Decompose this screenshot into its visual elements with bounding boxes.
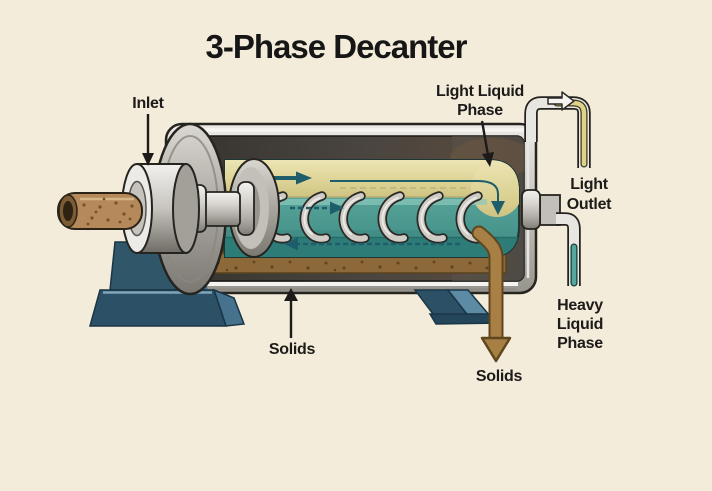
support-leg-right xyxy=(413,289,504,325)
bowl xyxy=(224,159,520,258)
heavy-liquid-phase-annotation: Heavy Liquid Phase xyxy=(557,297,604,352)
light-outlet-label-line2: Outlet xyxy=(567,196,612,213)
decanter-machine xyxy=(57,91,591,363)
inlet-pipe xyxy=(57,192,143,230)
annotations: Inlet Light Liquid Phase Light Outlet He… xyxy=(132,83,612,385)
arrow-right-icon xyxy=(330,201,344,215)
light-outlet-label-line1: Light xyxy=(570,176,609,193)
light-liquid-phase-label-line2: Phase xyxy=(457,102,503,119)
light-phase-return-line xyxy=(330,180,499,201)
solids-internal-annotation: Solids xyxy=(269,288,316,358)
arrow-right-icon xyxy=(296,171,312,185)
pointer-up-icon xyxy=(284,288,298,301)
heavy-outlet-pipe xyxy=(556,212,581,287)
heavy-liquid-phase-label-line3: Phase xyxy=(557,335,603,352)
light-outlet-annotation: Light Outlet xyxy=(567,176,613,213)
solids-discharge-annotation: Solids xyxy=(476,368,523,385)
page-title: 3-Phase Decanter xyxy=(206,28,468,65)
solids-discharge-label: Solids xyxy=(476,368,523,385)
light-liquid-phase-annotation: Light Liquid Phase xyxy=(436,83,524,167)
outlet-shaft-stub xyxy=(521,189,561,230)
bowl-contents xyxy=(202,136,524,281)
inlet-annotation: Inlet xyxy=(132,95,165,166)
pointer-down-icon xyxy=(482,152,494,167)
solids-discharge-stream xyxy=(471,225,512,363)
inlet-label: Inlet xyxy=(132,95,164,112)
solids-internal-label: Solids xyxy=(269,341,316,358)
pointer-down-icon xyxy=(142,153,154,166)
flow-arrows xyxy=(268,171,505,251)
drive-assembly xyxy=(57,163,255,254)
arrow-left-icon xyxy=(284,237,298,251)
pipe-flow-arrow-icon xyxy=(547,91,575,111)
heavy-liquid-phase-label-line1: Heavy xyxy=(557,297,603,314)
light-liquid-phase-label-line1: Light Liquid xyxy=(436,83,524,100)
light-outlet-pipe xyxy=(524,91,591,168)
inlet-speckles xyxy=(82,197,134,226)
arrow-down-icon xyxy=(491,201,505,215)
solids-arrow-icon xyxy=(480,336,512,363)
heavy-liquid-phase-label-line2: Liquid xyxy=(557,316,603,333)
